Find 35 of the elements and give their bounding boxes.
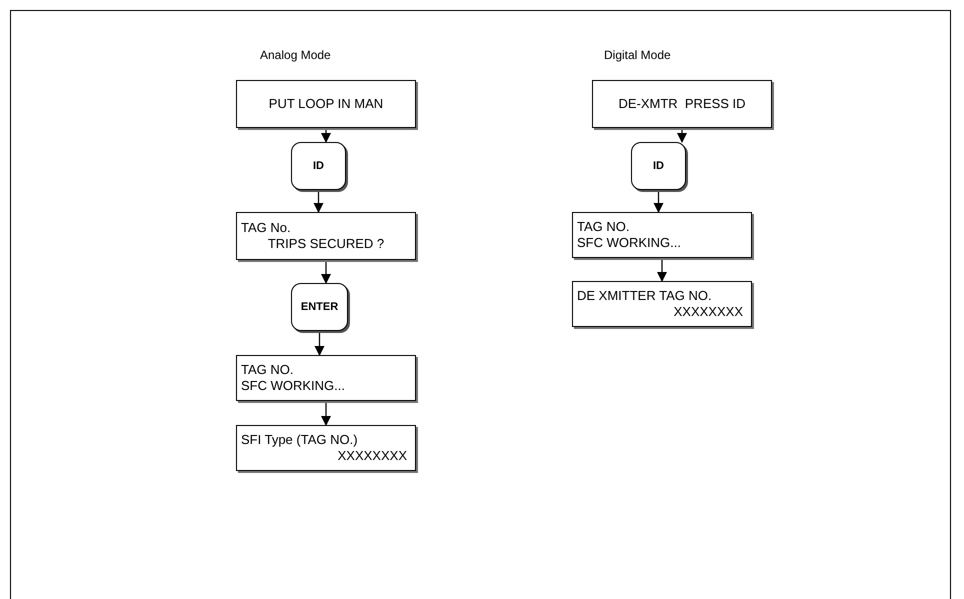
arrow (654, 190, 664, 213)
display-box (236, 80, 416, 128)
display-text: DE XMITTER TAG NO. (576, 288, 712, 304)
display-text: TAG NO. (240, 362, 294, 378)
display-text: SFC WORKING... (576, 235, 681, 251)
mode-heading: Analog Mode (260, 47, 331, 64)
display-text: DE-XMTR PRESS ID (618, 96, 746, 112)
display-text: XXXXXXXX (338, 448, 408, 464)
display-text: TRIPS SECURED ? (268, 236, 384, 252)
display-text: TAG NO. (576, 219, 630, 235)
display-box (236, 212, 416, 260)
display-text: ID (653, 158, 664, 174)
display-text: XXXXXXXX (674, 304, 744, 320)
mode-heading: Digital Mode (604, 47, 671, 64)
arrow (321, 260, 331, 284)
key-button (631, 142, 686, 190)
display-text: ENTER (300, 300, 338, 315)
arrow (321, 128, 331, 143)
arrow (314, 331, 324, 356)
display-box (572, 212, 752, 258)
display-box (572, 281, 752, 327)
display-text: TAG No. (240, 220, 291, 236)
key-button (291, 142, 346, 190)
display-text: SFC WORKING... (240, 378, 345, 394)
arrow (314, 190, 324, 213)
display-box (236, 425, 416, 471)
display-text: ID (313, 158, 324, 174)
arrow (677, 128, 687, 143)
display-box (592, 80, 772, 128)
arrow (657, 258, 667, 282)
display-box (236, 355, 416, 401)
display-text: PUT LOOP IN MAN (268, 96, 384, 112)
key-button (291, 283, 348, 331)
arrow (321, 401, 331, 426)
display-text: SFI Type (TAG NO.) (240, 432, 358, 448)
